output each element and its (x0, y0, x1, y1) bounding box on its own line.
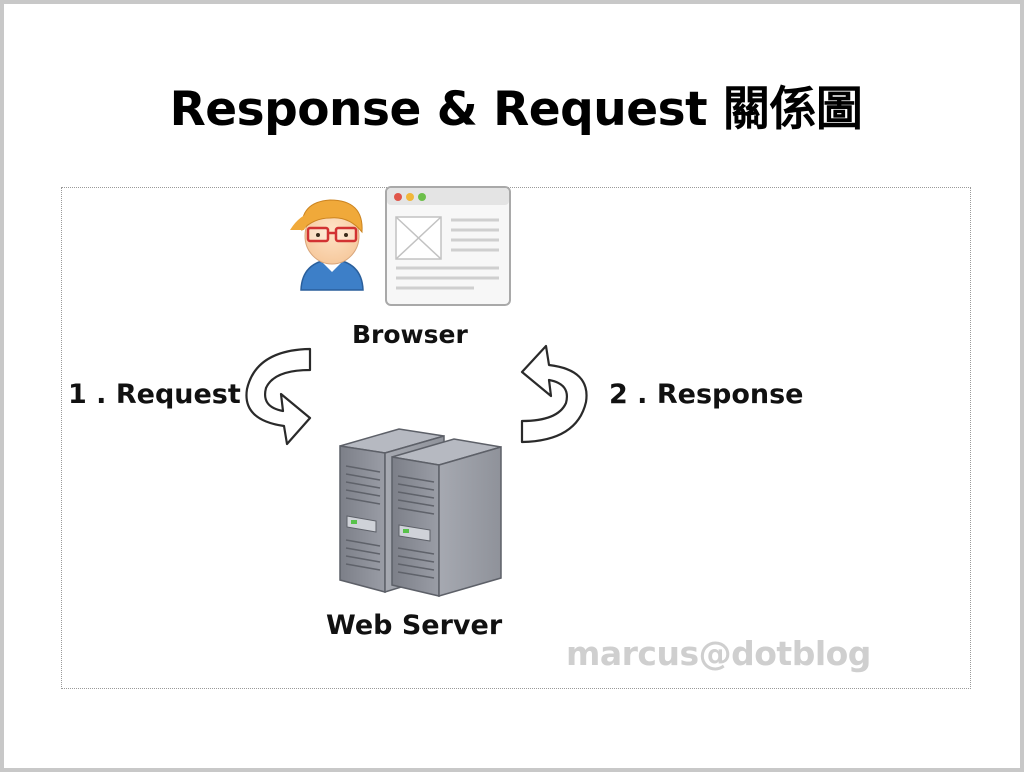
diagram-frame (61, 187, 971, 689)
server-rack-icon (339, 428, 502, 597)
web-server-label: Web Server (326, 610, 503, 641)
slide-title: Response & Request 關係圖 (169, 82, 863, 137)
diagram-art (245, 186, 588, 597)
response-arrow (520, 344, 588, 444)
response-label: 2 . Response (609, 379, 804, 410)
request-label: 1 . Request (68, 379, 241, 410)
request-arrow (245, 347, 312, 446)
user-avatar-icon (290, 199, 364, 291)
watermark: marcus@dotblog (566, 634, 871, 673)
browser-label: Browser (352, 320, 468, 349)
browser-window-icon (385, 186, 511, 306)
